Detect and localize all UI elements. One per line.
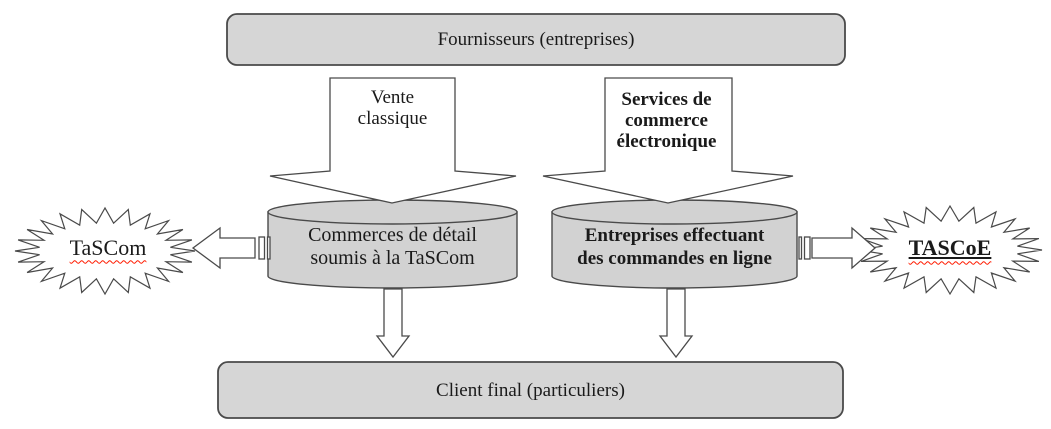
tascom-spellcheck-squiggle: TaSCom	[69, 234, 147, 260]
tascoe-arrow-stripe-wide	[803, 236, 811, 260]
retail-cylinder-label: Commerces de détail soumis à la TaSCom	[308, 224, 477, 269]
tascom-burst-label: TaSCom	[40, 225, 176, 270]
classic-sale-arrow-shape	[269, 77, 517, 204]
retail-cylinder-body	[267, 211, 518, 289]
ecommerce-arrow-label: Services de commerce électronique	[616, 88, 717, 152]
tascom-arrow-stripe-wide	[258, 236, 266, 260]
online-cylinder-body	[551, 211, 798, 289]
online-to-client-arrow	[658, 288, 694, 359]
tascom-burst-shape	[14, 206, 196, 296]
suppliers-box-label: Fournisseurs (entreprises)	[437, 29, 635, 50]
classic-sale-arrow-label: Vente classique	[357, 87, 428, 129]
client-box-shape	[217, 361, 844, 419]
tascom-arrow-stripe-thin	[266, 236, 271, 260]
retail-to-client-arrow	[375, 288, 411, 359]
suppliers-box-shape	[226, 13, 846, 66]
tascoe-burst-label: TASCoE	[880, 225, 1020, 270]
tascoe-spellcheck-squiggle: TASCoE	[908, 234, 992, 260]
ecommerce-arrow-shape	[542, 77, 794, 204]
client-box-label: Client final (particuliers)	[436, 379, 625, 401]
tascoe-striped-arrow	[811, 226, 876, 270]
tascom-striped-arrow	[191, 226, 256, 270]
online-cylinder-label: Entreprises effectuant des commandes en …	[577, 225, 772, 269]
tascoe-arrow-stripe-thin	[798, 236, 803, 260]
tascoe-underlined-text: TASCoE	[908, 234, 992, 260]
